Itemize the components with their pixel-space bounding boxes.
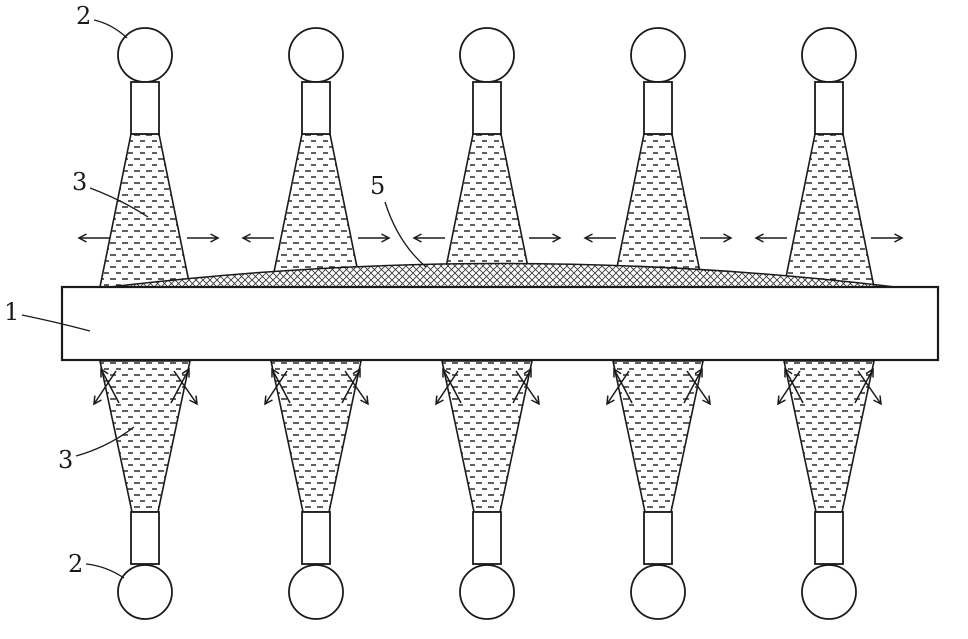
top-nozzle-assembly-3	[441, 27, 533, 288]
top-nozzle-assembly-2	[270, 27, 362, 288]
top-nozzle-assembly-5	[783, 27, 875, 288]
leader-top-nozzle	[93, 19, 128, 39]
leader-bottom-spray-cone	[75, 426, 135, 457]
substrate-shape	[60, 285, 940, 362]
callout-label-bottom-nozzle: 2	[68, 550, 84, 578]
leader-substrate	[21, 314, 91, 332]
callout-label-top-nozzle: 2	[76, 2, 92, 30]
bottom-nozzle-assembly-5	[778, 361, 881, 619]
leader-coating-layer	[384, 201, 427, 268]
leader-bottom-nozzle	[85, 563, 125, 579]
bottom-nozzle-assembly-4	[607, 361, 710, 619]
callout-label-coating-layer: 5	[370, 172, 386, 200]
bottom-nozzle-assembly-3	[436, 361, 539, 619]
bottom-nozzle-row	[94, 361, 881, 619]
top-nozzle-assembly-4	[612, 27, 704, 288]
top-nozzle-assembly-1	[99, 27, 191, 288]
coating-layer-shape	[109, 262, 896, 288]
bottom-nozzle-assembly-1	[94, 361, 197, 619]
callout-label-top-spray-cone: 3	[72, 168, 88, 196]
callout-label-bottom-spray-cone: 3	[58, 446, 74, 474]
callout-leader-lines	[21, 19, 427, 579]
top-nozzle-row	[99, 27, 875, 288]
bottom-nozzle-assembly-2	[265, 361, 368, 619]
callout-label-substrate: 1	[4, 298, 20, 326]
leader-top-spray-cone	[89, 187, 149, 218]
